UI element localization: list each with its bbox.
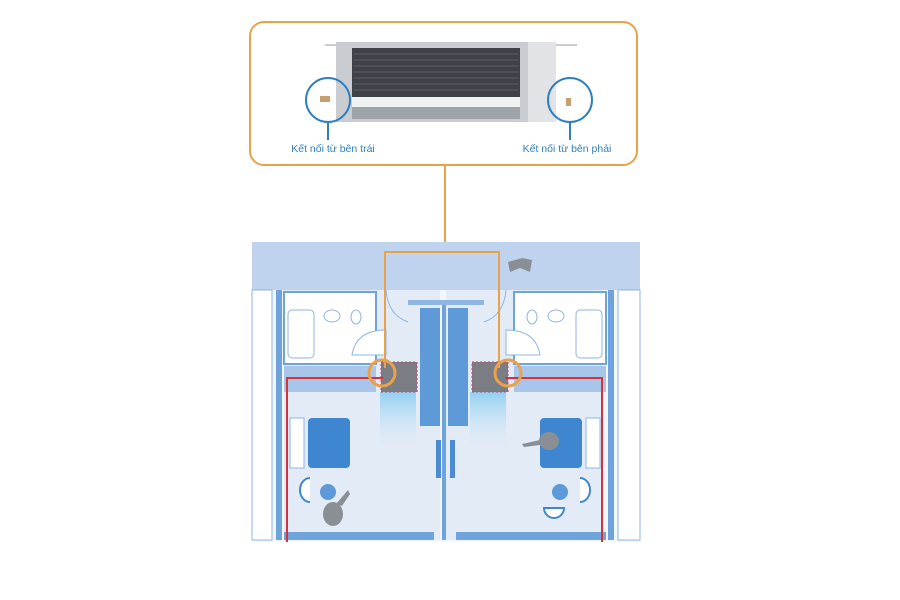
indoor-unit-left xyxy=(380,361,418,393)
connector-plan-line xyxy=(384,251,500,368)
piping-left xyxy=(286,377,383,542)
airflow-left xyxy=(380,392,416,452)
piping-right xyxy=(505,377,603,542)
left-unit-highlight xyxy=(367,358,397,388)
ducted-unit-image xyxy=(320,42,577,122)
airflow-right xyxy=(470,392,506,452)
floor-plan xyxy=(251,242,641,542)
corridor xyxy=(252,242,640,290)
right-connection-label: Kết nối từ bên phải xyxy=(522,143,612,155)
right-unit-highlight xyxy=(493,358,523,388)
indoor-unit-right xyxy=(471,361,509,393)
left-connection-label: Kết nối từ bên trái xyxy=(291,143,375,155)
